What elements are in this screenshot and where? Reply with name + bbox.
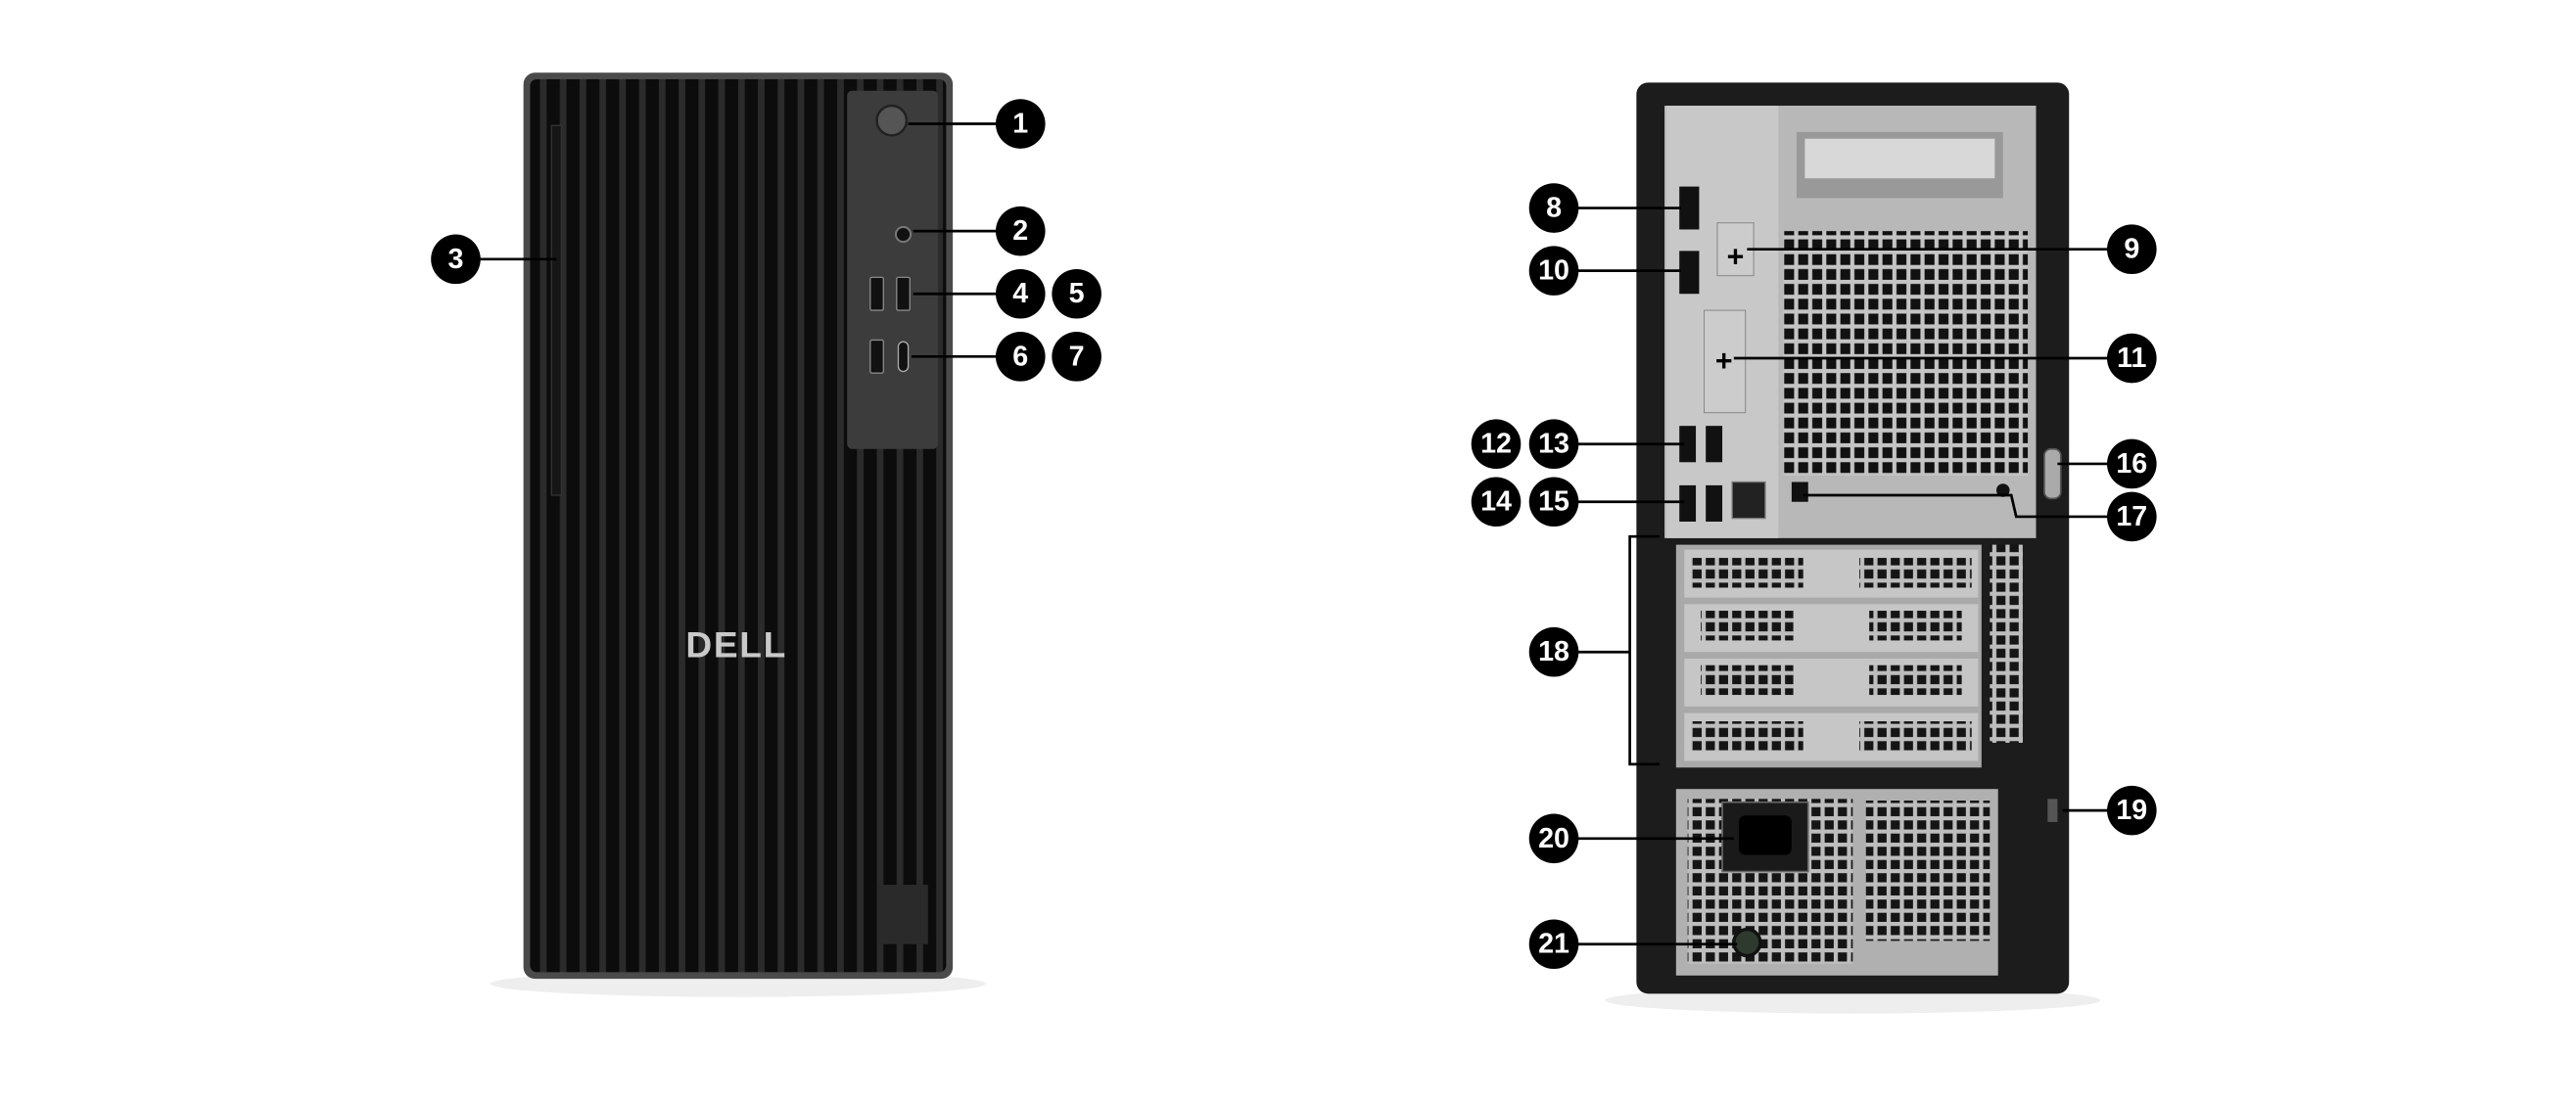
svg-text:21: 21 [1538, 929, 1569, 960]
callout-21: 21 [1528, 919, 1579, 970]
callout-13: 13 [1528, 419, 1579, 470]
hdmi-port [1679, 251, 1700, 295]
usb-a-port [1679, 426, 1697, 463]
svg-text:14: 14 [1480, 486, 1512, 518]
svg-text:20: 20 [1538, 823, 1569, 854]
front-view: DELL [490, 72, 986, 997]
callouts: 1 2 3 4 5 6 7 8 9 10 11 12 13 14 15 16 1… [431, 99, 2157, 970]
headset-jack [894, 225, 913, 244]
callout-8: 8 [1528, 183, 1579, 233]
callout-12: 12 [1471, 419, 1522, 470]
front-bottom-badge [876, 885, 928, 944]
svg-text:1: 1 [1012, 109, 1028, 140]
optical-drive-slot [550, 124, 563, 496]
callout-15: 15 [1528, 477, 1579, 528]
psu-diagnostic-light [1732, 927, 1762, 958]
padlock-ring [2043, 447, 2062, 500]
svg-text:2: 2 [1012, 215, 1028, 247]
callout-14: 14 [1471, 477, 1522, 528]
callout-19: 19 [2107, 785, 2157, 836]
svg-text:15: 15 [1538, 486, 1569, 518]
usb-c-port [897, 341, 910, 373]
callout-9: 9 [2107, 224, 2157, 275]
usb-a-port [1706, 484, 1723, 522]
callout-10: 10 [1528, 246, 1579, 296]
svg-text:5: 5 [1069, 278, 1085, 309]
svg-text:+: + [1715, 345, 1733, 378]
wifi-antenna-port [1791, 482, 1808, 502]
callout-11: 11 [2107, 333, 2157, 384]
dell-logo: DELL [685, 623, 787, 665]
svg-text:+: + [1727, 242, 1745, 274]
callout-6: 6 [995, 332, 1046, 382]
svg-text:7: 7 [1069, 341, 1085, 372]
optional-port-cover [1704, 309, 1747, 414]
displayport [1679, 186, 1700, 230]
front-io-panel [847, 90, 938, 449]
callout-20: 20 [1528, 813, 1579, 864]
callout-4: 4 [995, 268, 1046, 319]
svg-text:9: 9 [2124, 234, 2139, 265]
power-button[interactable] [875, 104, 909, 137]
svg-text:16: 16 [2116, 448, 2147, 480]
callout-3: 3 [431, 234, 481, 285]
callout-18: 18 [1528, 626, 1579, 677]
security-cable-slot [2047, 799, 2058, 822]
callout-2: 2 [995, 206, 1046, 256]
rear-vent-grille [1783, 231, 2029, 476]
svg-text:10: 10 [1538, 255, 1569, 287]
svg-text:4: 4 [1012, 278, 1028, 309]
expansion-slot-covers [1684, 549, 1979, 761]
callout-5: 5 [1052, 268, 1101, 319]
svg-text:11: 11 [2117, 343, 2146, 374]
usb-a-port [1706, 426, 1723, 463]
usb-a-port [896, 276, 911, 311]
callout-17: 17 [2107, 491, 2157, 542]
svg-text:18: 18 [1538, 636, 1569, 667]
usb-a-port [869, 276, 884, 311]
callout-16: 16 [2107, 438, 2157, 489]
svg-text:13: 13 [1538, 429, 1569, 460]
svg-text:3: 3 [448, 244, 464, 275]
svg-text:12: 12 [1480, 429, 1512, 460]
svg-text:8: 8 [1546, 193, 1562, 224]
usb-a-port [869, 339, 884, 374]
callout-7: 7 [1052, 332, 1101, 382]
svg-text:17: 17 [2116, 501, 2147, 532]
usb-a-port [1679, 484, 1697, 522]
callout-1: 1 [995, 99, 1046, 149]
rear-view: + + [1605, 82, 2101, 1014]
ethernet-port [1731, 481, 1766, 520]
svg-text:19: 19 [2116, 795, 2147, 826]
svg-text:6: 6 [1012, 341, 1028, 372]
callout-leaders [479, 122, 2109, 946]
